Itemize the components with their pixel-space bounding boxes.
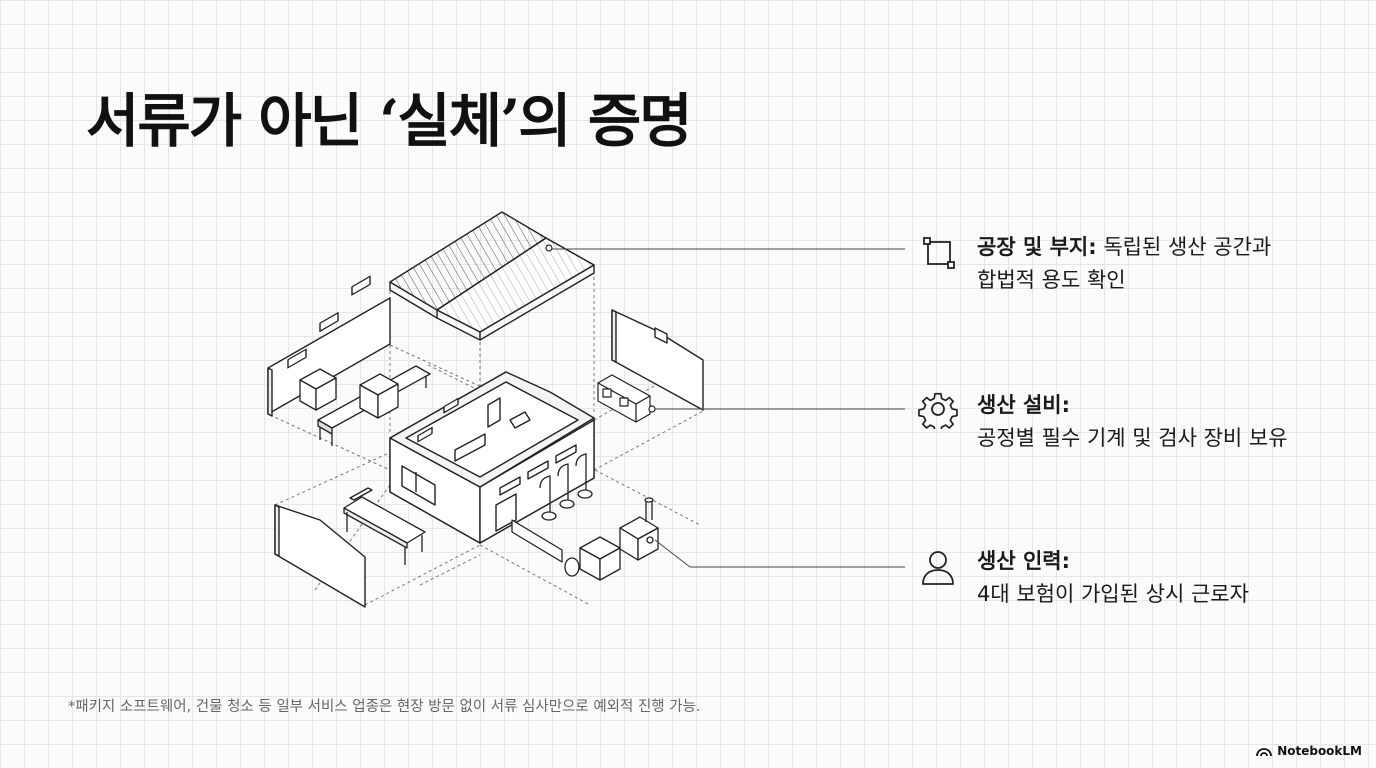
front-wall-part (274, 504, 366, 608)
feature-factory-site: 공장 및 부지: 독립된 생산 공간과 합법적 용도 확인 (977, 231, 1337, 297)
feature-label: 생산 설비: (977, 393, 1070, 417)
feature-label: 공장 및 부지: (977, 235, 1097, 259)
page-title: 서류가 아닌 ‘실체’의 증명 (86, 87, 693, 155)
machinery-part (597, 374, 651, 423)
feature-label: 생산 인력: (977, 549, 1070, 573)
footnote: *패키지 소프트웨어, 건물 청소 등 일부 서비스 업종은 현장 방문 없이 … (68, 699, 701, 715)
crop-frame-icon (923, 237, 955, 269)
brand-badge: NotebookLM (1256, 744, 1362, 758)
workbench-part (343, 487, 426, 565)
duct-blower-part (511, 497, 659, 581)
exhaust-pipes (539, 453, 593, 521)
feature-equipment: 생산 설비: 공정별 필수 기계 및 검사 장비 보유 (977, 389, 1337, 455)
main-building-part (389, 371, 595, 544)
person-icon (922, 551, 954, 585)
right-wall-part (611, 309, 704, 411)
leader-lines (552, 248, 905, 568)
gear-icon (918, 392, 958, 429)
feature-desc: 독립된 생산 공간과 (1103, 235, 1272, 259)
roof-part (389, 211, 595, 341)
left-wall-part (267, 275, 391, 417)
brand-name: NotebookLM (1277, 744, 1362, 758)
conveyor-part (299, 365, 431, 446)
notebooklm-logo-icon (1256, 748, 1273, 757)
feature-desc: 4대 보험이 가입된 상시 근로자 (977, 582, 1249, 606)
feature-desc: 합법적 용도 확인 (977, 268, 1126, 292)
feature-desc: 공정별 필수 기계 및 검사 장비 보유 (977, 426, 1288, 450)
feature-workforce: 생산 인력: 4대 보험이 가입된 상시 근로자 (977, 545, 1337, 611)
